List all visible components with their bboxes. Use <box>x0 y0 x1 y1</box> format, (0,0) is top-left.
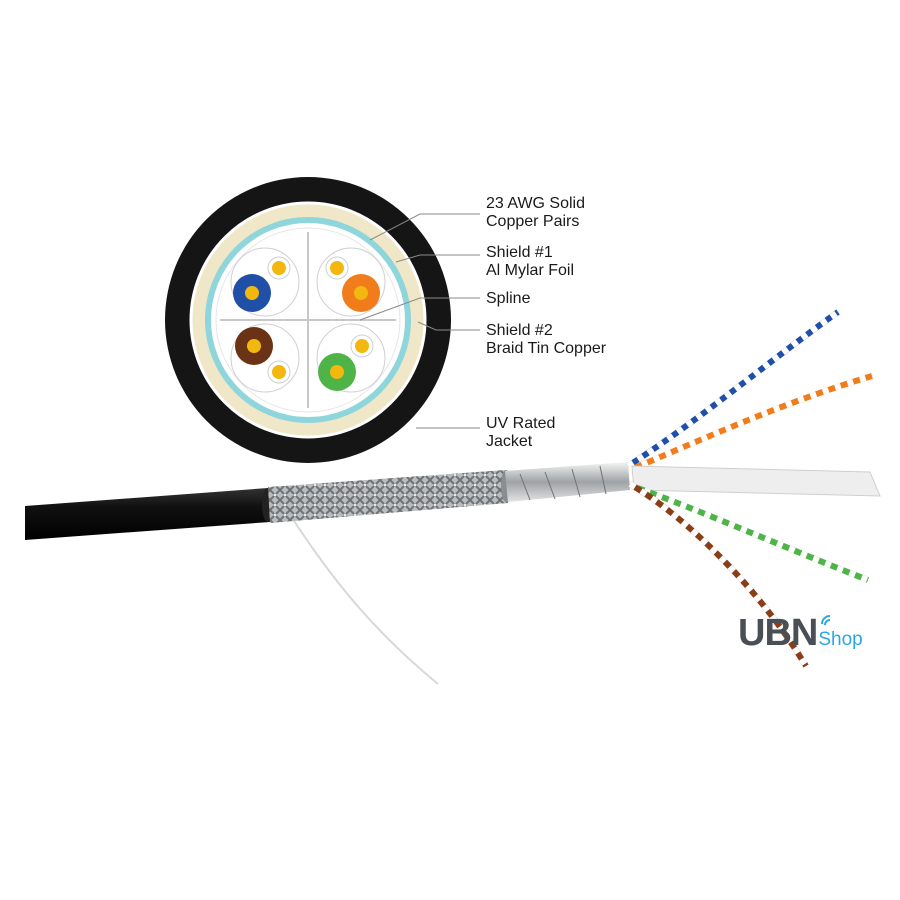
cable-side-view <box>25 309 881 685</box>
wire-pair-orange <box>628 373 873 473</box>
wire-pair-blue <box>626 309 840 469</box>
pair-green <box>316 323 386 393</box>
pair-orange <box>316 247 386 317</box>
leader-lines <box>359 213 480 429</box>
jacket-body <box>25 488 270 540</box>
pair-blue <box>230 247 300 317</box>
foil-section <box>505 462 630 502</box>
logo-brand: UBN <box>738 612 818 654</box>
drain-wire <box>287 511 439 685</box>
label-spline: Spline <box>486 290 531 307</box>
spline-filler <box>631 465 881 497</box>
logo-suffix: Shop <box>818 629 863 650</box>
wire-pair-green <box>631 483 870 583</box>
ubn-shop-logo: UBNShop <box>738 612 863 655</box>
pair-brown <box>230 323 300 393</box>
cross-section <box>165 177 451 463</box>
braid-section <box>268 470 508 523</box>
wire-pair-brown <box>628 481 809 668</box>
wifi-icon <box>821 615 831 626</box>
